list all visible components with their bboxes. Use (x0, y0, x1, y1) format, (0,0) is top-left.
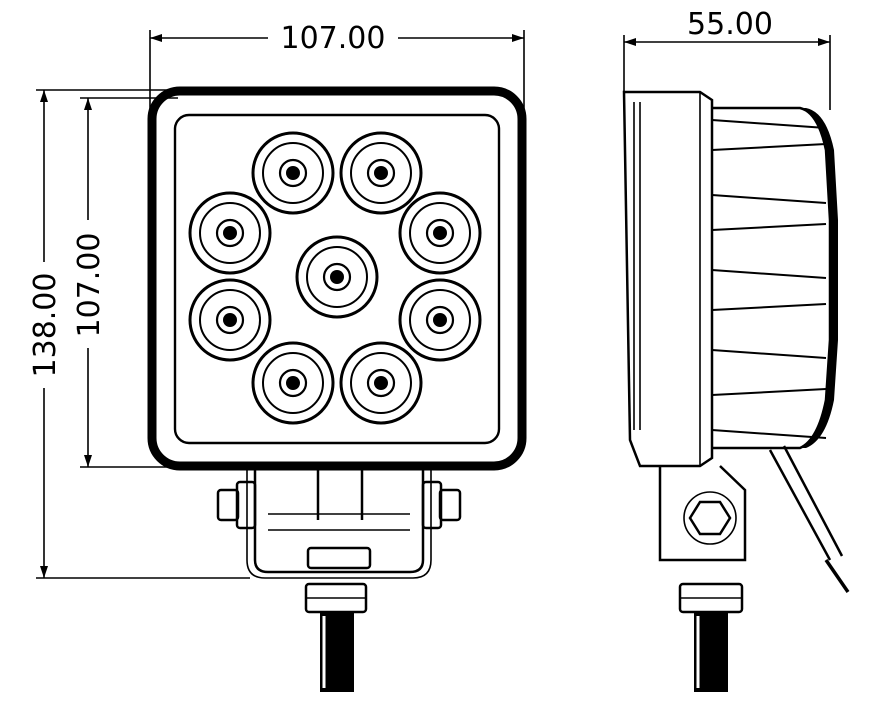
side-depth-dimension: 55.00 (623, 7, 831, 110)
front-width-dimension: 107.00 (149, 21, 525, 150)
fin-2 (711, 143, 827, 151)
led-2 (339, 131, 423, 215)
housing-height-label: 107.00 (72, 233, 107, 338)
side-mounting-stud (678, 582, 744, 692)
fin-8 (711, 388, 827, 396)
fin-6 (711, 303, 827, 311)
front-view: 107.00 138.00 107.00 (28, 21, 527, 692)
side-view: 55.00 (622, 7, 850, 692)
led-3 (188, 191, 272, 275)
mounting-stud (304, 546, 372, 692)
side-bracket (658, 465, 747, 562)
front-width-label: 107.00 (281, 21, 386, 56)
front-housing (147, 86, 527, 471)
side-depth-label: 55.00 (687, 7, 773, 42)
led-1 (251, 131, 335, 215)
heatsink-fins (711, 119, 827, 439)
side-bezel (622, 90, 714, 468)
mounting-bracket (246, 468, 432, 579)
side-heatsink (711, 106, 838, 450)
fin-1 (711, 119, 827, 129)
total-height-dimension: 138.00 (28, 89, 250, 579)
led-4 (398, 191, 482, 275)
fin-3 (711, 194, 827, 204)
housing-height-dimension: 107.00 (72, 97, 178, 468)
fin-4 (711, 223, 827, 231)
led-8 (251, 341, 335, 425)
led-5 (295, 235, 379, 319)
fin-5 (711, 269, 827, 279)
bracket-bolt-left (216, 480, 257, 530)
bracket-bolt-right (421, 480, 462, 530)
fin-7 (711, 349, 827, 359)
led-6 (188, 278, 272, 362)
power-cable (768, 445, 850, 593)
total-height-label: 138.00 (28, 273, 63, 378)
led-7 (398, 278, 482, 362)
led-array (188, 131, 482, 425)
led-9 (339, 341, 423, 425)
fin-9 (711, 429, 827, 439)
